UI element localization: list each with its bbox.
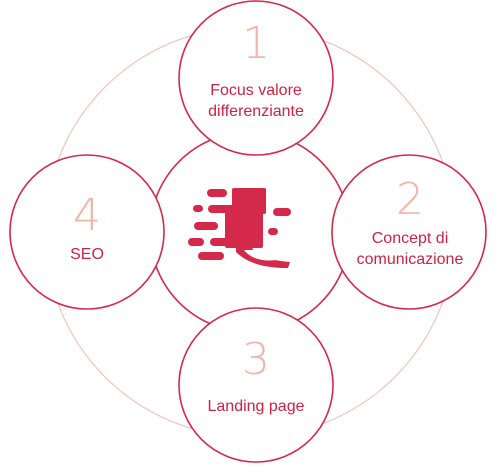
step-1-label: Focus valore differenziante <box>208 82 304 120</box>
step-circle-2 <box>331 154 487 310</box>
step-2: 2 Concept di comunicazione <box>352 178 468 270</box>
step-3-number: 3 <box>242 334 270 385</box>
step-4: 4 SEO <box>27 194 147 265</box>
step-circle-3 <box>178 307 334 463</box>
step-4-label: SEO <box>70 246 104 263</box>
step-1: 1 Focus valore differenziante <box>186 22 326 122</box>
step-4-number: 4 <box>73 190 101 241</box>
step-circle-4 <box>9 154 165 310</box>
brand-logo-icon <box>188 188 291 268</box>
step-2-label: Concept di comunicazione <box>356 230 464 268</box>
step-1-number: 1 <box>242 18 270 69</box>
step-circle-1 <box>178 0 334 156</box>
step-2-number: 2 <box>396 174 424 225</box>
step-3-label: Landing page <box>207 398 305 415</box>
step-3: 3 Landing page <box>186 338 326 417</box>
